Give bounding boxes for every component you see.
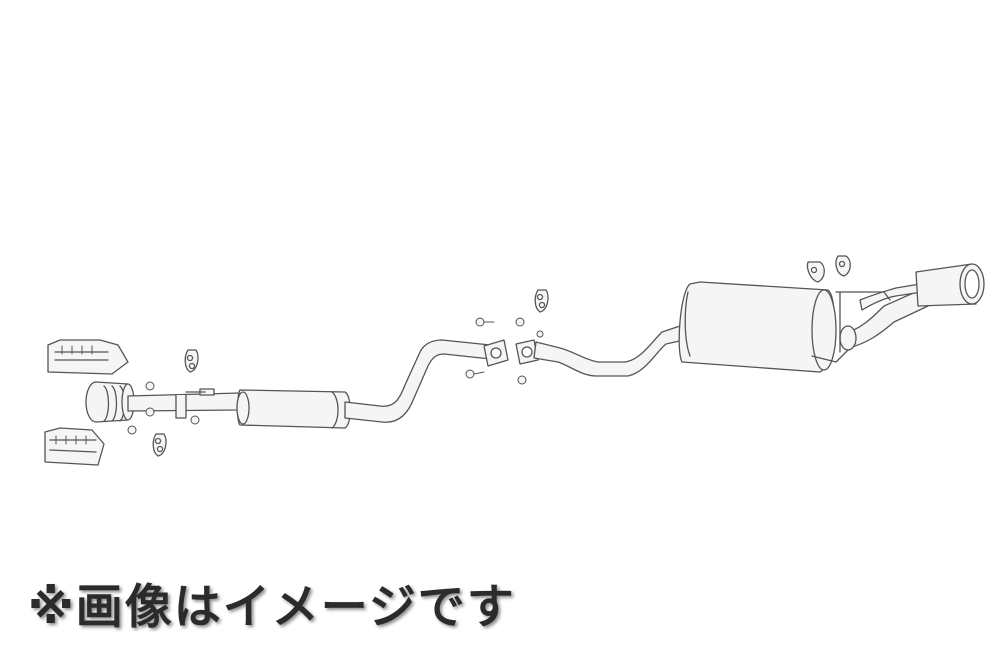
rear-mid-pipe xyxy=(533,325,685,377)
bolts-and-nuts xyxy=(127,317,544,435)
rubber-hanger-1 xyxy=(184,349,199,373)
front-crossmember-upper xyxy=(47,339,129,375)
image-disclaimer-caption: ※画像はイメージです xyxy=(28,580,516,635)
tailpipe xyxy=(839,283,929,351)
rubber-hanger-5 xyxy=(835,255,851,277)
rubber-hanger-2 xyxy=(152,433,167,457)
front-flex-joint xyxy=(85,381,135,423)
rubber-hanger-4 xyxy=(806,261,825,283)
tail-tip xyxy=(915,263,985,307)
mid-pipe xyxy=(344,339,501,423)
front-crossmember-lower xyxy=(44,427,105,466)
center-resonator xyxy=(236,389,351,429)
main-muffler xyxy=(678,281,837,373)
front-hanger-bracket xyxy=(175,388,215,419)
center-flange xyxy=(483,339,539,367)
rubber-hanger-3 xyxy=(534,289,549,313)
muffler-stays xyxy=(811,291,891,363)
